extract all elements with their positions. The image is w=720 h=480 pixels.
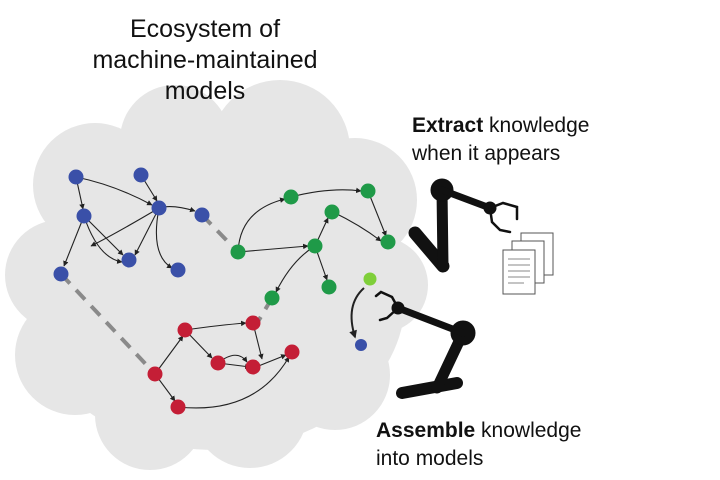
assemble-caption: Assemble knowledge into models — [376, 417, 581, 473]
red-cluster-edges — [154, 320, 290, 409]
blue-node — [151, 200, 167, 216]
assemble-caption-rest: knowledge — [475, 419, 582, 442]
title-line-1: Ecosystem of — [129, 15, 281, 43]
red-node — [170, 399, 186, 415]
blue-node — [133, 167, 149, 183]
red-node — [284, 344, 300, 360]
green-node — [264, 290, 280, 306]
blue-node — [68, 169, 84, 185]
blue-node — [355, 339, 367, 351]
green-node — [360, 183, 376, 199]
assemble-caption-line2: into models — [376, 447, 484, 470]
green-node — [230, 244, 246, 260]
blue-node — [53, 266, 69, 282]
cloud-background — [5, 80, 428, 470]
extract-caption-line2: when it appears — [412, 142, 561, 165]
blue-node — [194, 207, 210, 223]
light-green-node — [363, 272, 377, 286]
extract-robot-arm-icon — [408, 178, 519, 273]
assemble-arrow — [349, 287, 365, 339]
red-nodes — [147, 315, 300, 415]
diagram-title: Ecosystem of machine-maintained models — [90, 14, 320, 107]
green-node — [307, 238, 323, 254]
assemble-caption-bold: Assemble — [376, 419, 476, 442]
blue-node — [121, 252, 137, 268]
red-node — [147, 366, 163, 382]
title-line-2: machine-maintained — [92, 46, 318, 74]
extract-caption: Extract knowledge when it appears — [412, 112, 589, 168]
blue-node — [76, 208, 92, 224]
assemble-robot-arm-icon — [374, 290, 476, 399]
document-stack-icon — [502, 232, 554, 295]
extract-caption-bold: Extract — [412, 114, 484, 137]
green-node — [321, 279, 337, 295]
red-node — [245, 359, 261, 375]
blue-nodes — [53, 167, 367, 351]
red-node — [245, 315, 261, 331]
blue-node — [170, 262, 186, 278]
green-nodes — [230, 183, 396, 306]
green-node — [380, 234, 396, 250]
red-node — [210, 355, 226, 371]
green-node — [324, 204, 340, 220]
title-line-3: models — [164, 77, 246, 105]
extract-caption-rest: knowledge — [483, 114, 590, 137]
green-node — [283, 189, 299, 205]
red-node — [177, 322, 193, 338]
